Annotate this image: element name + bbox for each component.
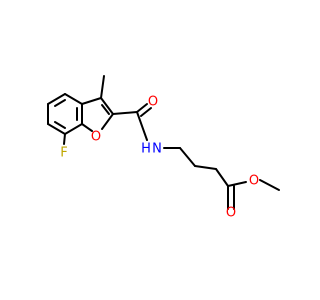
atom-label-ester-oxygen: O [249,174,259,189]
bond-double-inner [54,121,66,129]
bond-methyl [100,75,105,99]
atom-label-carbonyl-oxygen: O [148,95,158,110]
bond-furan [81,97,102,105]
atom-label-fluorine: F [60,146,67,161]
atom-label-amide-nitrogen: N [152,142,162,157]
bond-ester-o [227,181,247,187]
bond-chain [179,147,196,167]
bond-chain [215,168,229,187]
bond-furan [100,97,114,115]
bond-furan [81,123,93,132]
bond-aromatic [64,123,83,135]
atom-label-ring-oxygen: O [91,130,101,145]
bond-carbonyl-double [140,107,152,117]
atom-label-amide-hydrogen: H [141,142,151,157]
bond-amide-c [112,111,138,115]
bond-aromatic [64,93,83,105]
molecule-structure-diagram: F O O N H O O [47,75,280,221]
bond-double-inner [101,104,110,115]
bond-double-inner [54,99,66,107]
bond-aromatic [47,93,66,105]
atom-label-group: F O O N H O O [60,95,259,221]
bond-aromatic [47,123,66,135]
bond-ester-o-c [259,179,280,191]
bond-chain [194,165,217,170]
bond-carbonyl [136,103,148,113]
bond-group [47,75,280,210]
atom-label-ester-carbonyl-oxygen: O [226,206,236,221]
bond-furan [101,113,114,130]
bond-amide-n [136,111,148,141]
bond-fluorine [63,133,66,145]
